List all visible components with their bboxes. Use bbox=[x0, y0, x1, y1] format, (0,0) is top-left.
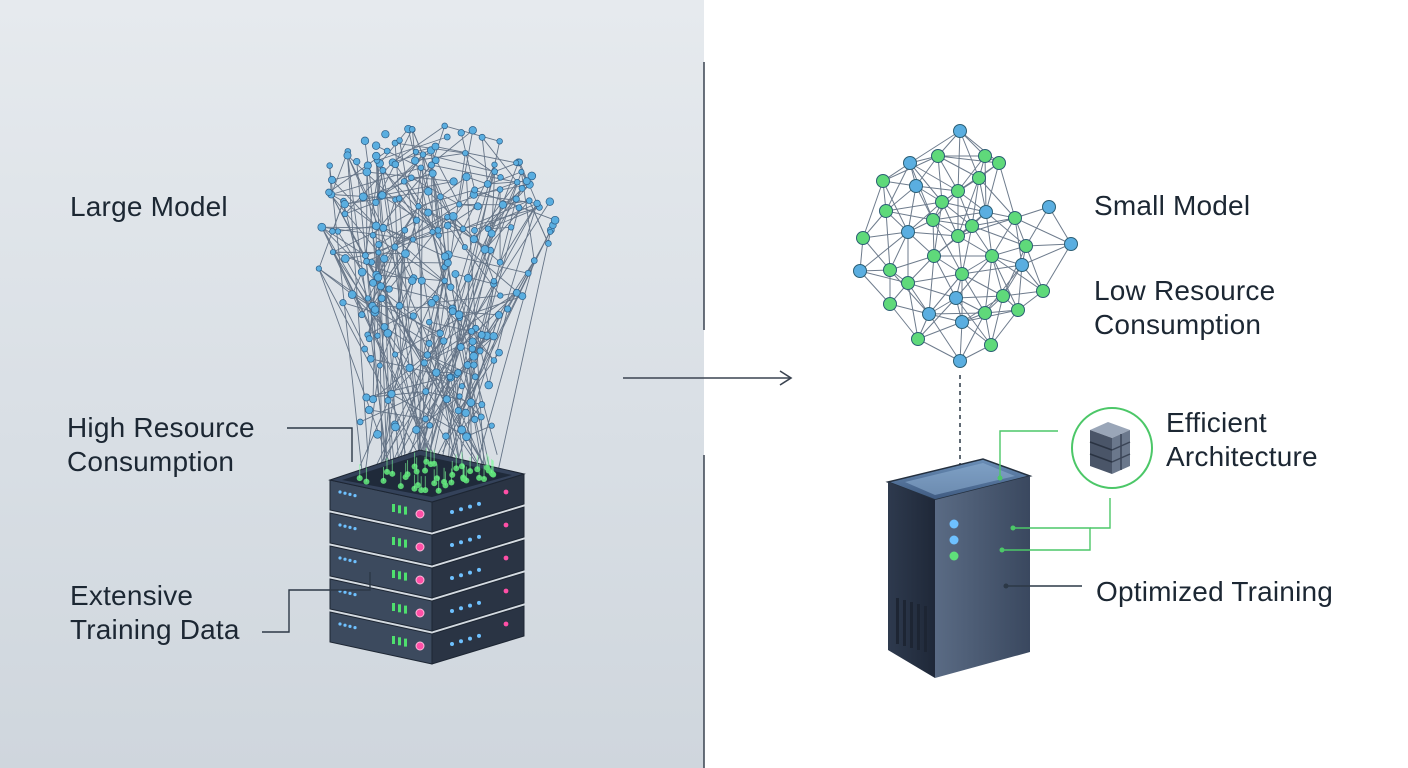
efficient-architecture-label: Efficient Architecture bbox=[1166, 406, 1318, 474]
training-data-label: Extensive Training Data bbox=[70, 579, 240, 647]
leader-lines-right bbox=[997, 430, 1111, 589]
training-data-line2: Training Data bbox=[70, 614, 240, 645]
optimized-training-label: Optimized Training bbox=[1096, 575, 1333, 609]
right-panel-small-model bbox=[704, 0, 1408, 768]
low-resource-label: Low Resource Consumption bbox=[1094, 274, 1275, 342]
optimized-training-text: Optimized Training bbox=[1096, 576, 1334, 607]
small-model-title-text: Small Model bbox=[1094, 190, 1251, 221]
stack-of-blocks-icon bbox=[1071, 407, 1153, 489]
server-tower bbox=[885, 458, 1033, 678]
large-model-title-text: Large Model bbox=[70, 191, 228, 222]
arrow-right-icon bbox=[623, 370, 793, 386]
small-model-title: Small Model bbox=[1094, 189, 1250, 223]
large-model-title: Large Model bbox=[70, 190, 228, 224]
efficient-architecture-line1: Efficient bbox=[1166, 407, 1267, 438]
efficient-architecture-line2: Architecture bbox=[1166, 441, 1318, 472]
leader-lines-left bbox=[262, 427, 371, 633]
tower-led-blue bbox=[949, 519, 959, 529]
low-resource-line2: Consumption bbox=[1094, 309, 1262, 340]
high-resource-line2: Consumption bbox=[67, 446, 235, 477]
tower-led-green bbox=[949, 551, 959, 561]
rack-top-glow bbox=[356, 447, 497, 494]
training-data-line1: Extensive bbox=[70, 580, 194, 611]
tower-vent bbox=[896, 598, 927, 652]
low-resource-line1: Low Resource bbox=[1094, 275, 1276, 306]
server-rack bbox=[328, 449, 526, 665]
high-resource-label: High Resource Consumption bbox=[67, 411, 255, 479]
tower-led-blue-2 bbox=[949, 535, 959, 545]
large-neural-network bbox=[315, 122, 560, 492]
small-neural-network bbox=[853, 124, 1078, 368]
high-resource-line1: High Resource bbox=[67, 412, 255, 443]
